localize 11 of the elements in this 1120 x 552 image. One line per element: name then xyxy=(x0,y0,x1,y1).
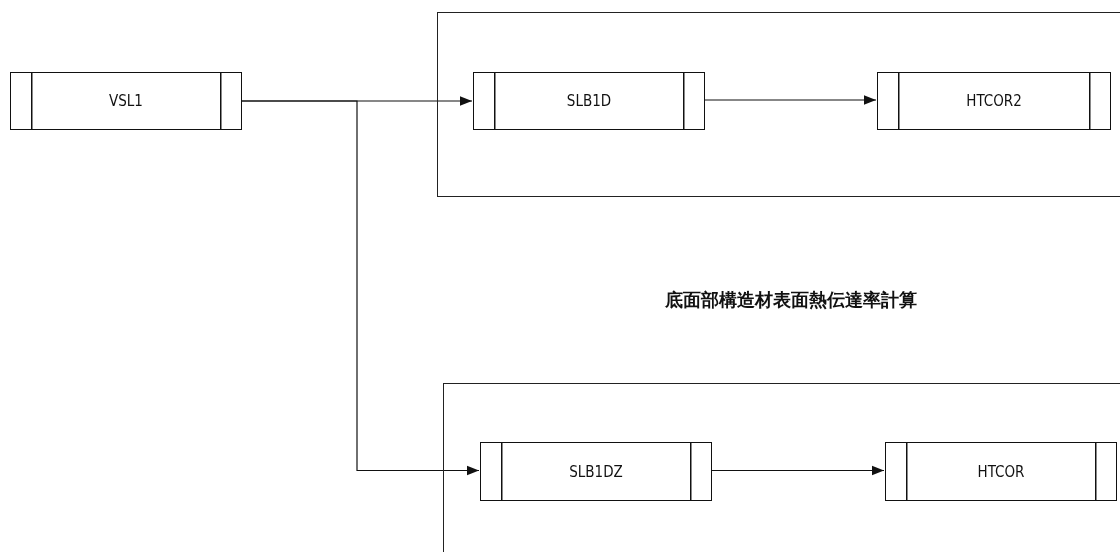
arrow xyxy=(241,100,480,476)
process-box: HTCOR2 xyxy=(877,72,1111,130)
arrow xyxy=(703,95,877,105)
process-box: VSL1 xyxy=(10,72,242,130)
process-box: HTCOR xyxy=(885,442,1117,501)
arrow xyxy=(710,465,885,476)
process-box: SLB1DZ xyxy=(480,442,712,501)
group-frame xyxy=(437,12,1120,197)
group-frame xyxy=(443,383,1120,552)
heading-text: 底面部構造材表面熱伝達率計算 xyxy=(665,288,917,312)
process-box: SLB1D xyxy=(473,72,705,130)
